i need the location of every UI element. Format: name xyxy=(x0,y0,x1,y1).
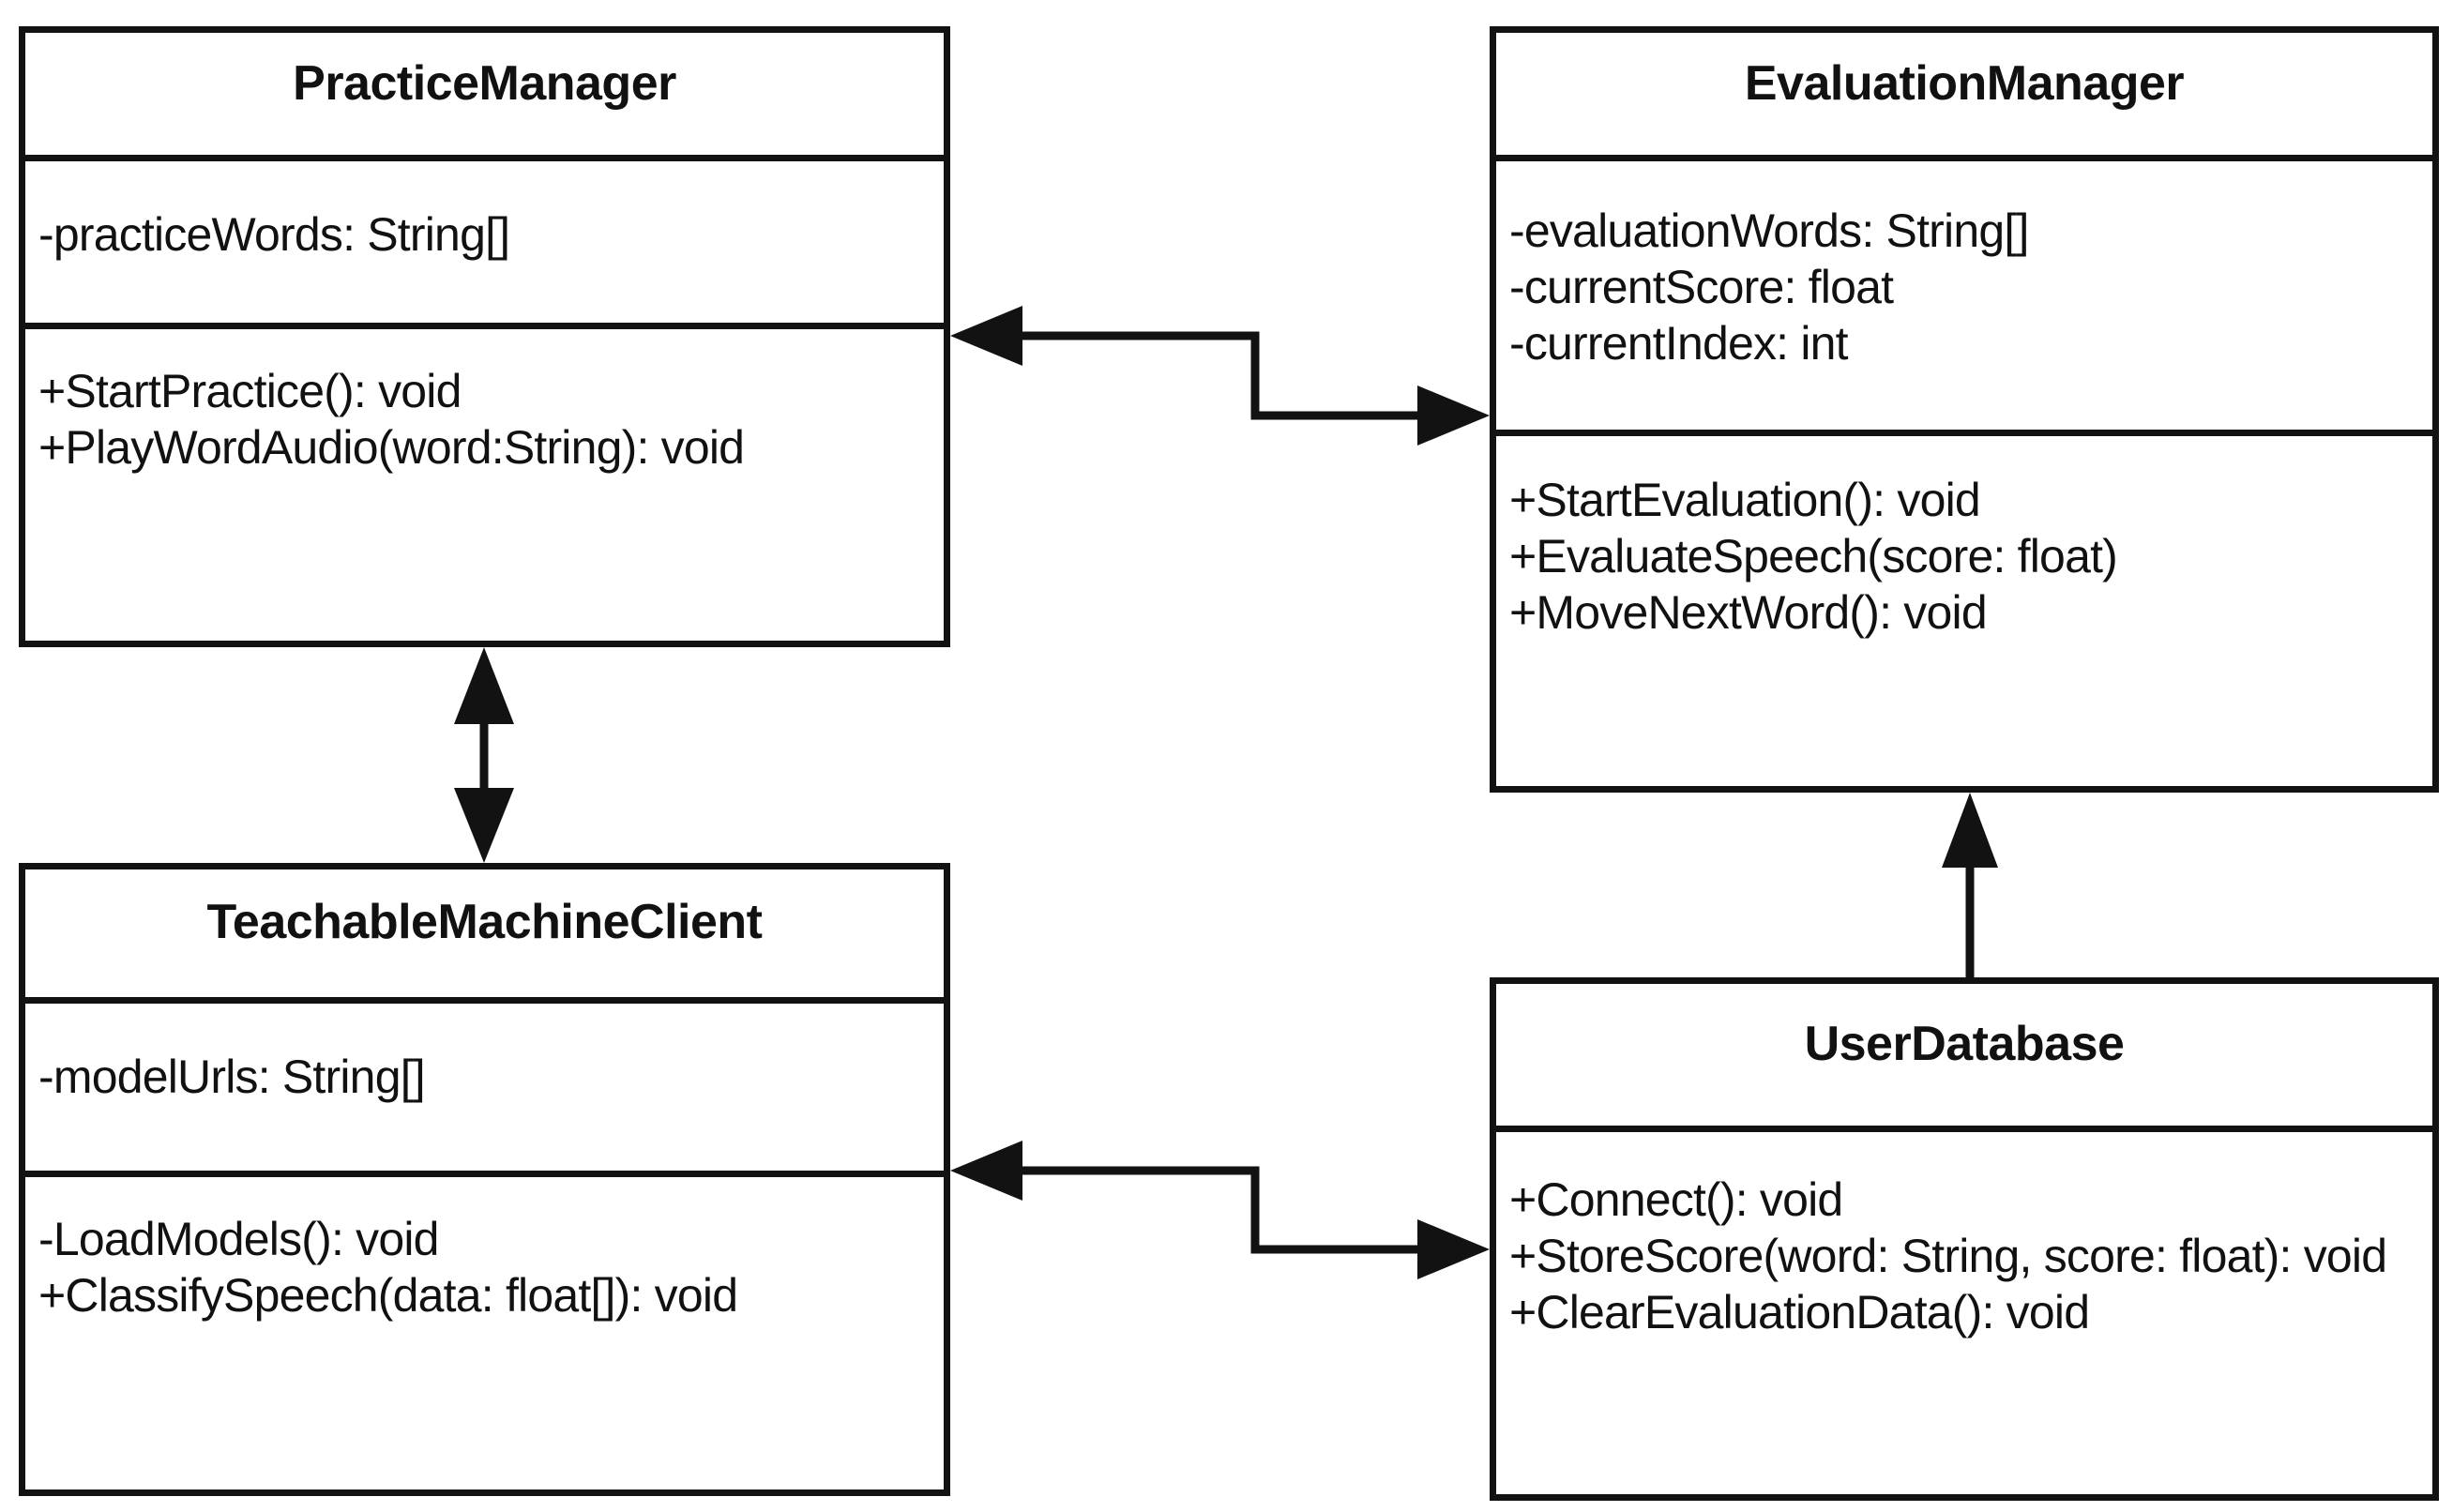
class-methods-compartment-evaluation-manager: +StartEvaluation(): void +EvaluateSpeech… xyxy=(1496,436,2432,786)
arrowhead-left-icon xyxy=(950,1141,1022,1201)
class-title-compartment-teachable-machine-client: TeachableMachineClient xyxy=(25,869,944,1004)
method-list-practice-manager: +StartPractice(): void +PlayWordAudio(wo… xyxy=(38,363,923,476)
arrowhead-up-icon xyxy=(454,647,514,724)
class-box-practice-manager[interactable]: PracticeManager -practiceWords: String[]… xyxy=(19,26,950,647)
class-title-compartment-evaluation-manager: EvaluationManager xyxy=(1496,33,2432,161)
arrowhead-right-icon xyxy=(1417,386,1490,446)
method-item: +Connect(): void xyxy=(1509,1173,1843,1226)
method-item: +StartPractice(): void xyxy=(38,365,462,417)
class-name-user-database: UserDatabase xyxy=(1804,1017,2125,1071)
attribute-item: -modelUrls: String[] xyxy=(38,1051,426,1103)
connector-teachable-userdatabase xyxy=(950,1141,1490,1279)
class-box-user-database[interactable]: UserDatabase +Connect(): void +StoreScor… xyxy=(1490,977,2439,1501)
class-methods-compartment-user-database: +Connect(): void +StoreScore(word: Strin… xyxy=(1496,1132,2432,1494)
method-item: +MoveNextWord(): void xyxy=(1509,586,1988,639)
class-box-teachable-machine-client[interactable]: TeachableMachineClient -modelUrls: Strin… xyxy=(19,863,950,1496)
class-name-evaluation-manager: EvaluationManager xyxy=(1744,56,2185,111)
attribute-item: -currentScore: float xyxy=(1509,261,1894,313)
attribute-list-evaluation-manager: -evaluationWords: String[] -currentScore… xyxy=(1509,203,2432,371)
arrowhead-right-icon xyxy=(1417,1219,1490,1279)
class-attributes-compartment-practice-manager: -practiceWords: String[] xyxy=(25,161,944,329)
arrowhead-left-icon xyxy=(950,306,1022,366)
method-item: +StartEvaluation(): void xyxy=(1509,474,1981,526)
arrowhead-up-icon xyxy=(1942,793,1998,868)
method-item: +EvaluateSpeech(score: float) xyxy=(1509,530,2118,582)
method-item: +ClassifySpeech(data: float[]): void xyxy=(38,1269,738,1322)
attribute-item: -currentIndex: int xyxy=(1509,317,1849,370)
class-attributes-compartment-teachable-machine-client: -modelUrls: String[] xyxy=(25,1004,944,1177)
class-title-compartment-user-database: UserDatabase xyxy=(1496,984,2432,1132)
method-list-teachable-machine-client: -LoadModels(): void +ClassifySpeech(data… xyxy=(38,1211,923,1323)
method-list-evaluation-manager: +StartEvaluation(): void +EvaluateSpeech… xyxy=(1509,472,2419,641)
class-box-evaluation-manager[interactable]: EvaluationManager -evaluationWords: Stri… xyxy=(1490,26,2439,793)
attribute-item: -evaluationWords: String[] xyxy=(1509,204,2029,257)
attribute-item: -practiceWords: String[] xyxy=(38,208,510,261)
method-item: -LoadModels(): void xyxy=(38,1213,439,1265)
connector-userdatabase-evaluation xyxy=(1942,793,1998,977)
class-methods-compartment-practice-manager: +StartPractice(): void +PlayWordAudio(wo… xyxy=(25,329,944,641)
class-name-practice-manager: PracticeManager xyxy=(293,56,676,111)
class-name-teachable-machine-client: TeachableMachineClient xyxy=(206,895,763,949)
class-methods-compartment-teachable-machine-client: -LoadModels(): void +ClassifySpeech(data… xyxy=(25,1177,944,1489)
method-item: +StoreScore(word: String, score: float):… xyxy=(1509,1230,2387,1282)
method-list-user-database: +Connect(): void +StoreScore(word: Strin… xyxy=(1509,1172,2421,1340)
connector-practice-teachable xyxy=(454,647,514,863)
method-item: +ClearEvaluationData(): void xyxy=(1509,1286,2090,1338)
class-attributes-compartment-evaluation-manager: -evaluationWords: String[] -currentScore… xyxy=(1496,161,2432,436)
arrowhead-down-icon xyxy=(454,788,514,863)
attribute-list-teachable-machine-client: -modelUrls: String[] xyxy=(38,1049,944,1105)
connector-practice-evaluation xyxy=(950,306,1490,446)
class-title-compartment-practice-manager: PracticeManager xyxy=(25,33,944,161)
attribute-list-practice-manager: -practiceWords: String[] xyxy=(38,206,944,263)
method-item: +PlayWordAudio(word:String): void xyxy=(38,421,745,474)
